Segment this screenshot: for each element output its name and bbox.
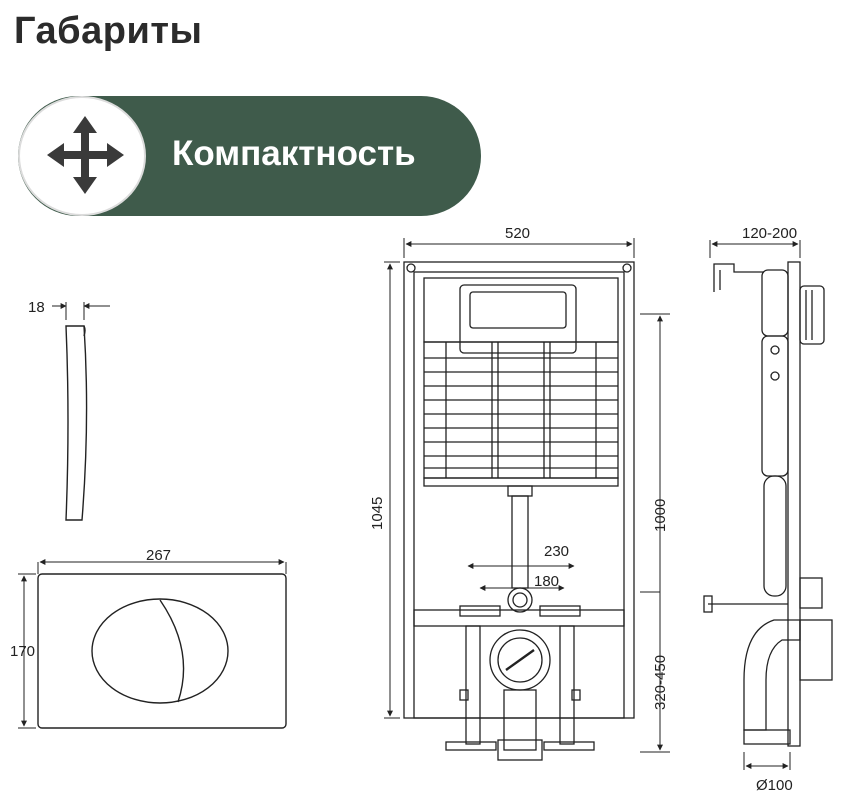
bolt-spacing-inner-label: 180 bbox=[534, 573, 559, 590]
plate-height-label: 170 bbox=[10, 643, 35, 660]
flush-plate-side-view bbox=[52, 302, 110, 521]
frame-side-view bbox=[703, 261, 833, 747]
outlet-height-label: 320-450 bbox=[652, 655, 669, 710]
badge-icon-circle bbox=[18, 96, 146, 216]
frame-width-label: 520 bbox=[505, 225, 530, 242]
frame-height-label: 1000 bbox=[652, 499, 669, 532]
depth-label: 120-200 bbox=[742, 225, 797, 242]
page-title: Габариты bbox=[14, 10, 203, 52]
plate-thickness-label: 18 bbox=[28, 299, 45, 316]
four-way-arrows-icon bbox=[47, 116, 124, 194]
flush-plate-front-view bbox=[18, 559, 287, 729]
feature-badge-label: Компактность bbox=[172, 134, 416, 173]
bolt-spacing-outer-label: 230 bbox=[544, 543, 569, 560]
total-height-label: 1045 bbox=[369, 497, 386, 530]
frame-front-view bbox=[403, 261, 635, 761]
plate-width-label: 267 bbox=[146, 547, 171, 564]
pipe-diameter-label: Ø100 bbox=[756, 777, 793, 794]
